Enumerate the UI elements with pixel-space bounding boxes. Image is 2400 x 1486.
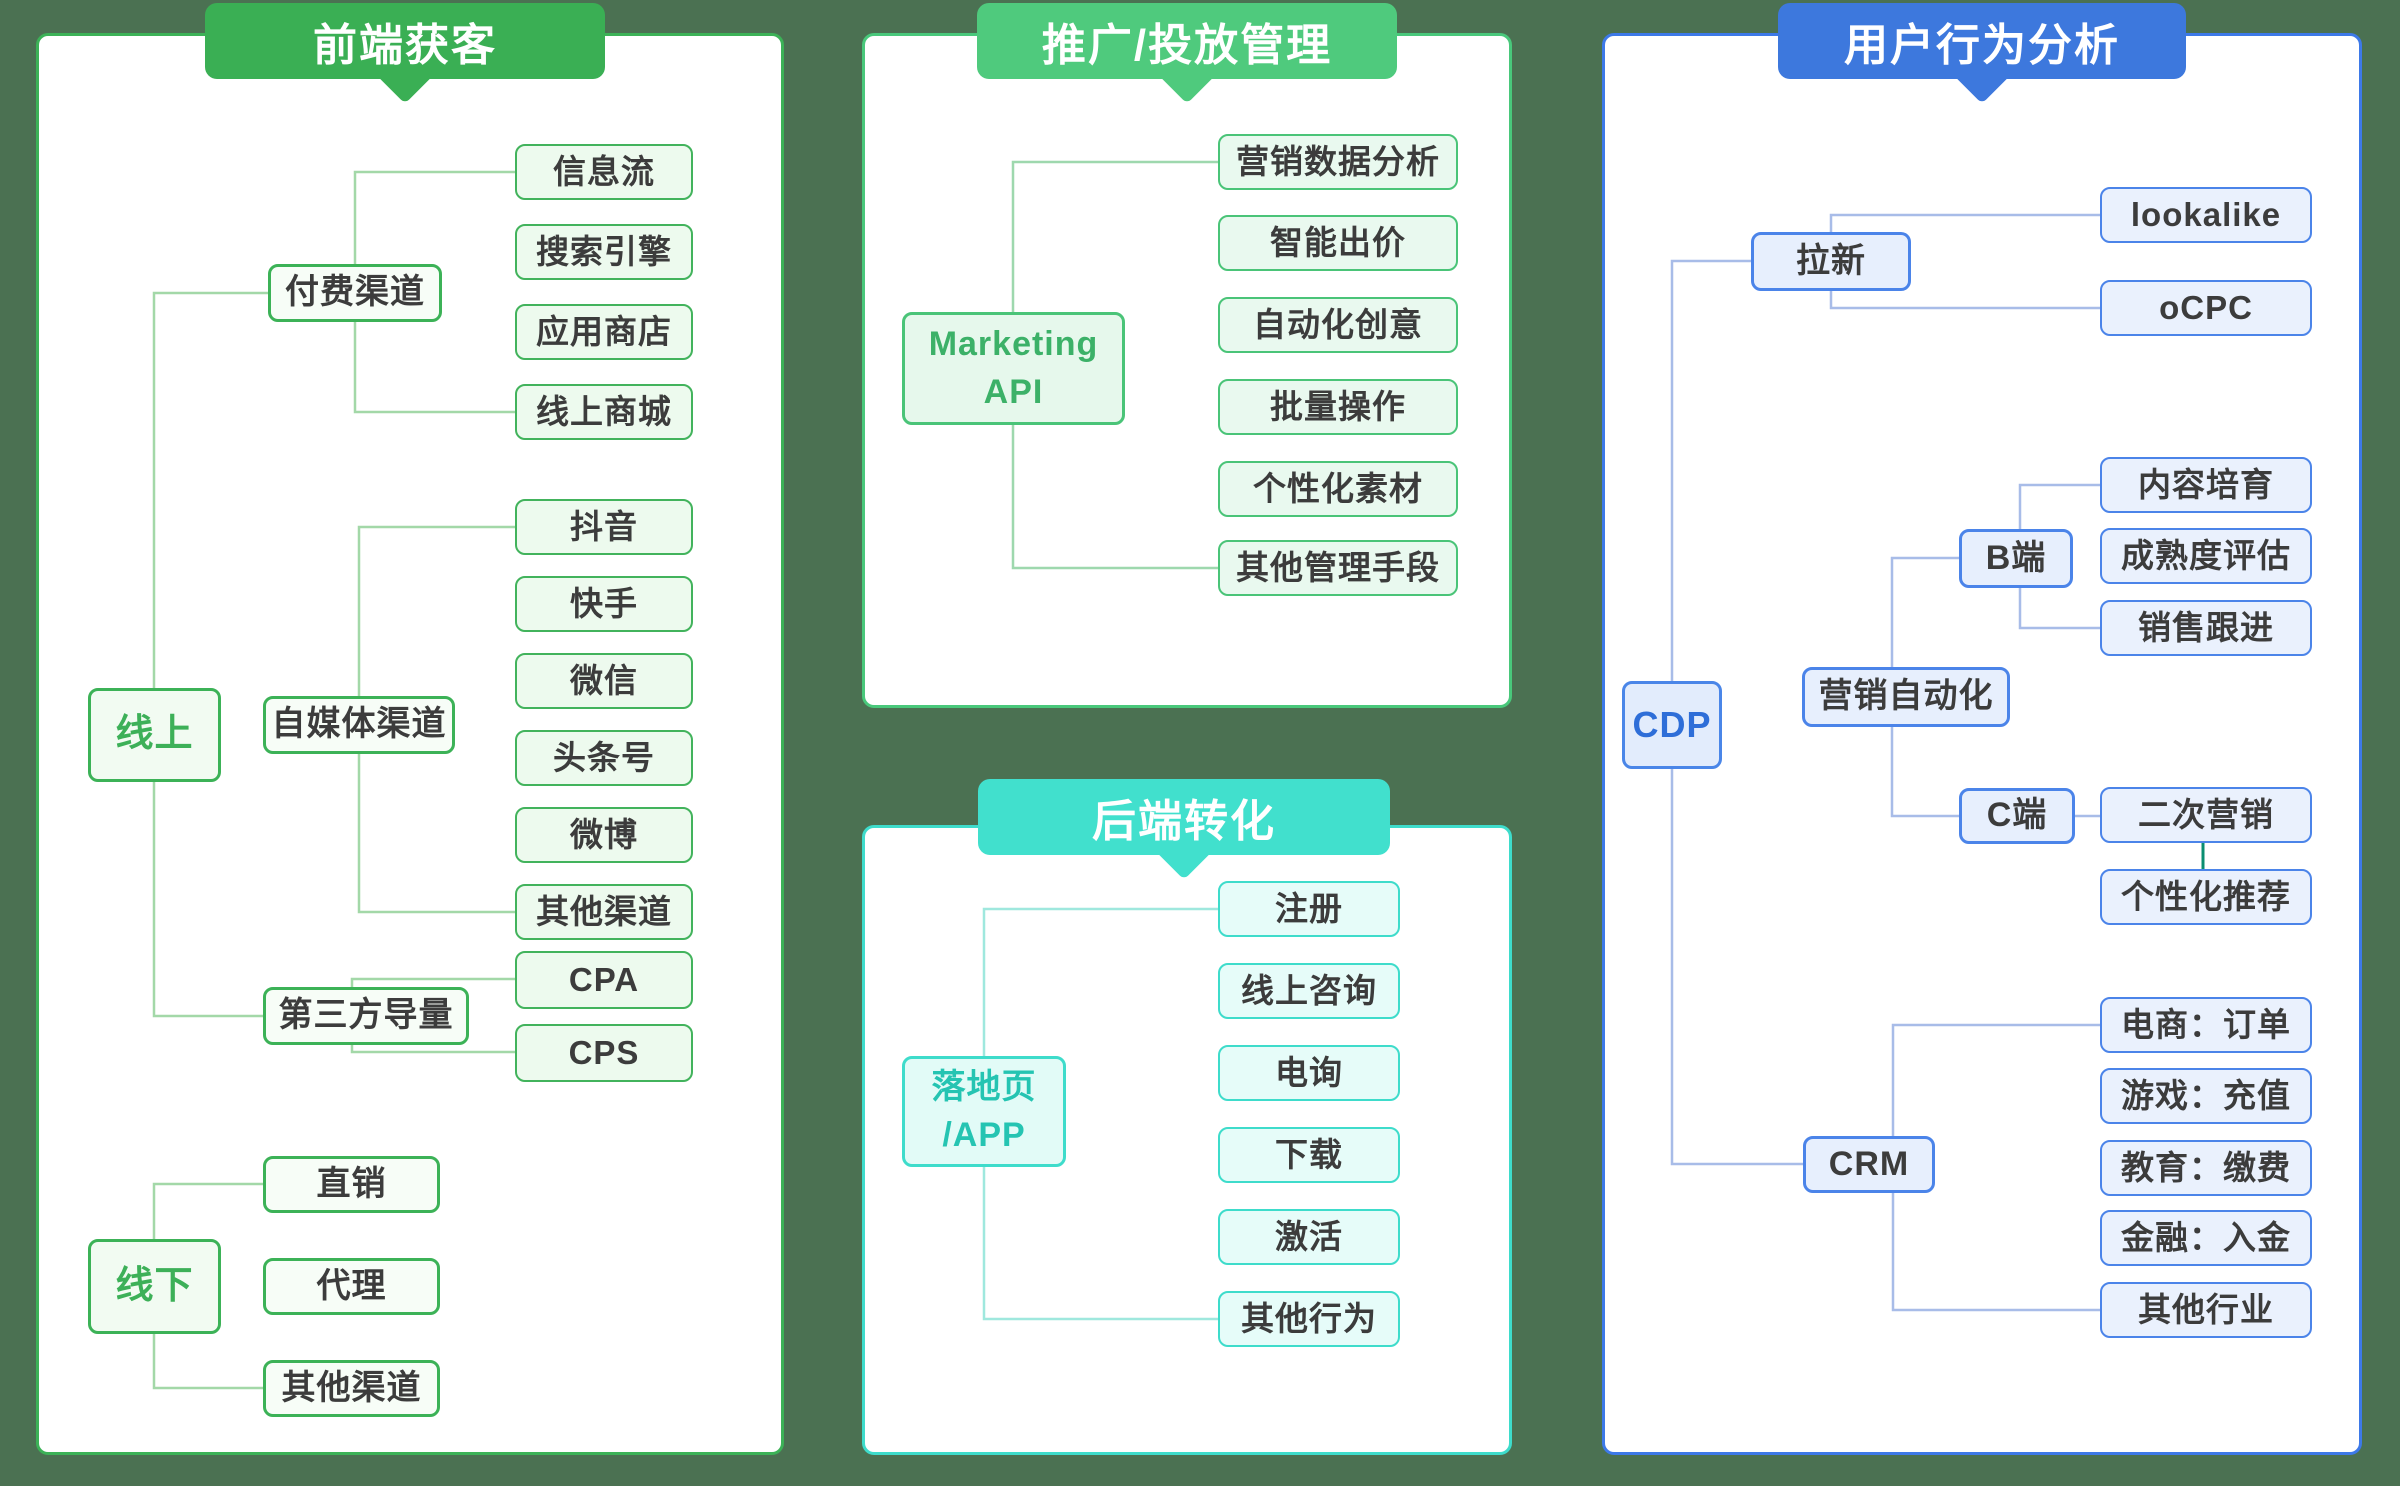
- diagram-node: Marketing API: [902, 312, 1125, 425]
- diagram-node: 内容培育: [2100, 457, 2312, 513]
- diagram-node: 信息流: [515, 144, 693, 200]
- diagram-node: 拉新: [1751, 232, 1911, 291]
- diagram-node: 批量操作: [1218, 379, 1458, 435]
- diagram-node: 其他渠道: [263, 1360, 440, 1417]
- diagram-node: C端: [1959, 788, 2075, 844]
- panel-header-promotion-management: 推广/投放管理: [977, 3, 1397, 104]
- diagram-node: 成熟度评估: [2100, 528, 2312, 584]
- diagram-node: 付费渠道: [268, 264, 442, 322]
- diagram-node: B端: [1959, 529, 2073, 588]
- diagram-node: 线上商城: [515, 384, 693, 440]
- diagram-node: 线下: [88, 1239, 221, 1334]
- diagram-node: 二次营销: [2100, 787, 2312, 843]
- diagram-node: CPS: [515, 1024, 693, 1082]
- diagram-node: CPA: [515, 951, 693, 1009]
- diagram-node: 个性化素材: [1218, 461, 1458, 517]
- diagram-node: 营销自动化: [1802, 667, 2010, 727]
- diagram-node: 下载: [1218, 1127, 1400, 1183]
- diagram-node: 抖音: [515, 499, 693, 555]
- panel-header-frontend-acquisition: 前端获客: [205, 3, 605, 104]
- diagram-node: 其他行为: [1218, 1291, 1400, 1347]
- diagram-node: 电询: [1218, 1045, 1400, 1101]
- diagram-node: 微信: [515, 653, 693, 709]
- panel-header-label: 前端获客: [313, 21, 497, 70]
- diagram-node: 智能出价: [1218, 215, 1458, 271]
- panel-header-user-behavior-analysis: 用户行为分析: [1778, 3, 2186, 104]
- diagram-node: 激活: [1218, 1209, 1400, 1265]
- diagram-node: 应用商店: [515, 304, 693, 360]
- diagram-node: 销售跟进: [2100, 600, 2312, 656]
- diagram-node: 线上咨询: [1218, 963, 1400, 1019]
- diagram-node: 搜索引擎: [515, 224, 693, 280]
- diagram-node: 注册: [1218, 881, 1400, 937]
- panel-header-label: 后端转化: [1092, 797, 1276, 846]
- diagram-node: 第三方导量: [263, 987, 469, 1045]
- diagram-node: 金融：入金: [2100, 1210, 2312, 1266]
- diagram-node: 落地页 /APP: [902, 1056, 1066, 1167]
- diagram-node: 游戏：充值: [2100, 1068, 2312, 1124]
- diagram-node: 线上: [88, 688, 221, 782]
- diagram-node: 其他行业: [2100, 1282, 2312, 1338]
- diagram-node: 直销: [263, 1156, 440, 1213]
- diagram-node: lookalike: [2100, 187, 2312, 243]
- diagram-node: 电商：订单: [2100, 997, 2312, 1053]
- diagram-node: 营销数据分析: [1218, 134, 1458, 190]
- panel-header-backend-conversion: 后端转化: [978, 779, 1390, 880]
- diagram-node: oCPC: [2100, 280, 2312, 336]
- diagram-node: CDP: [1622, 681, 1722, 769]
- diagram-node: 教育：缴费: [2100, 1140, 2312, 1196]
- panel-header-label: 用户行为分析: [1844, 21, 2120, 70]
- diagram-node: 其他渠道: [515, 884, 693, 940]
- diagram-node: 自动化创意: [1218, 297, 1458, 353]
- diagram-node: 代理: [263, 1258, 440, 1315]
- diagram-node: 个性化推荐: [2100, 869, 2312, 925]
- panel-header-label: 推广/投放管理: [1041, 21, 1333, 70]
- diagram-node: CRM: [1803, 1136, 1935, 1193]
- diagram-node: 快手: [515, 576, 693, 632]
- diagram-node: 其他管理手段: [1218, 540, 1458, 596]
- diagram-node: 头条号: [515, 730, 693, 786]
- diagram-node: 微博: [515, 807, 693, 863]
- diagram-node: 自媒体渠道: [263, 696, 455, 754]
